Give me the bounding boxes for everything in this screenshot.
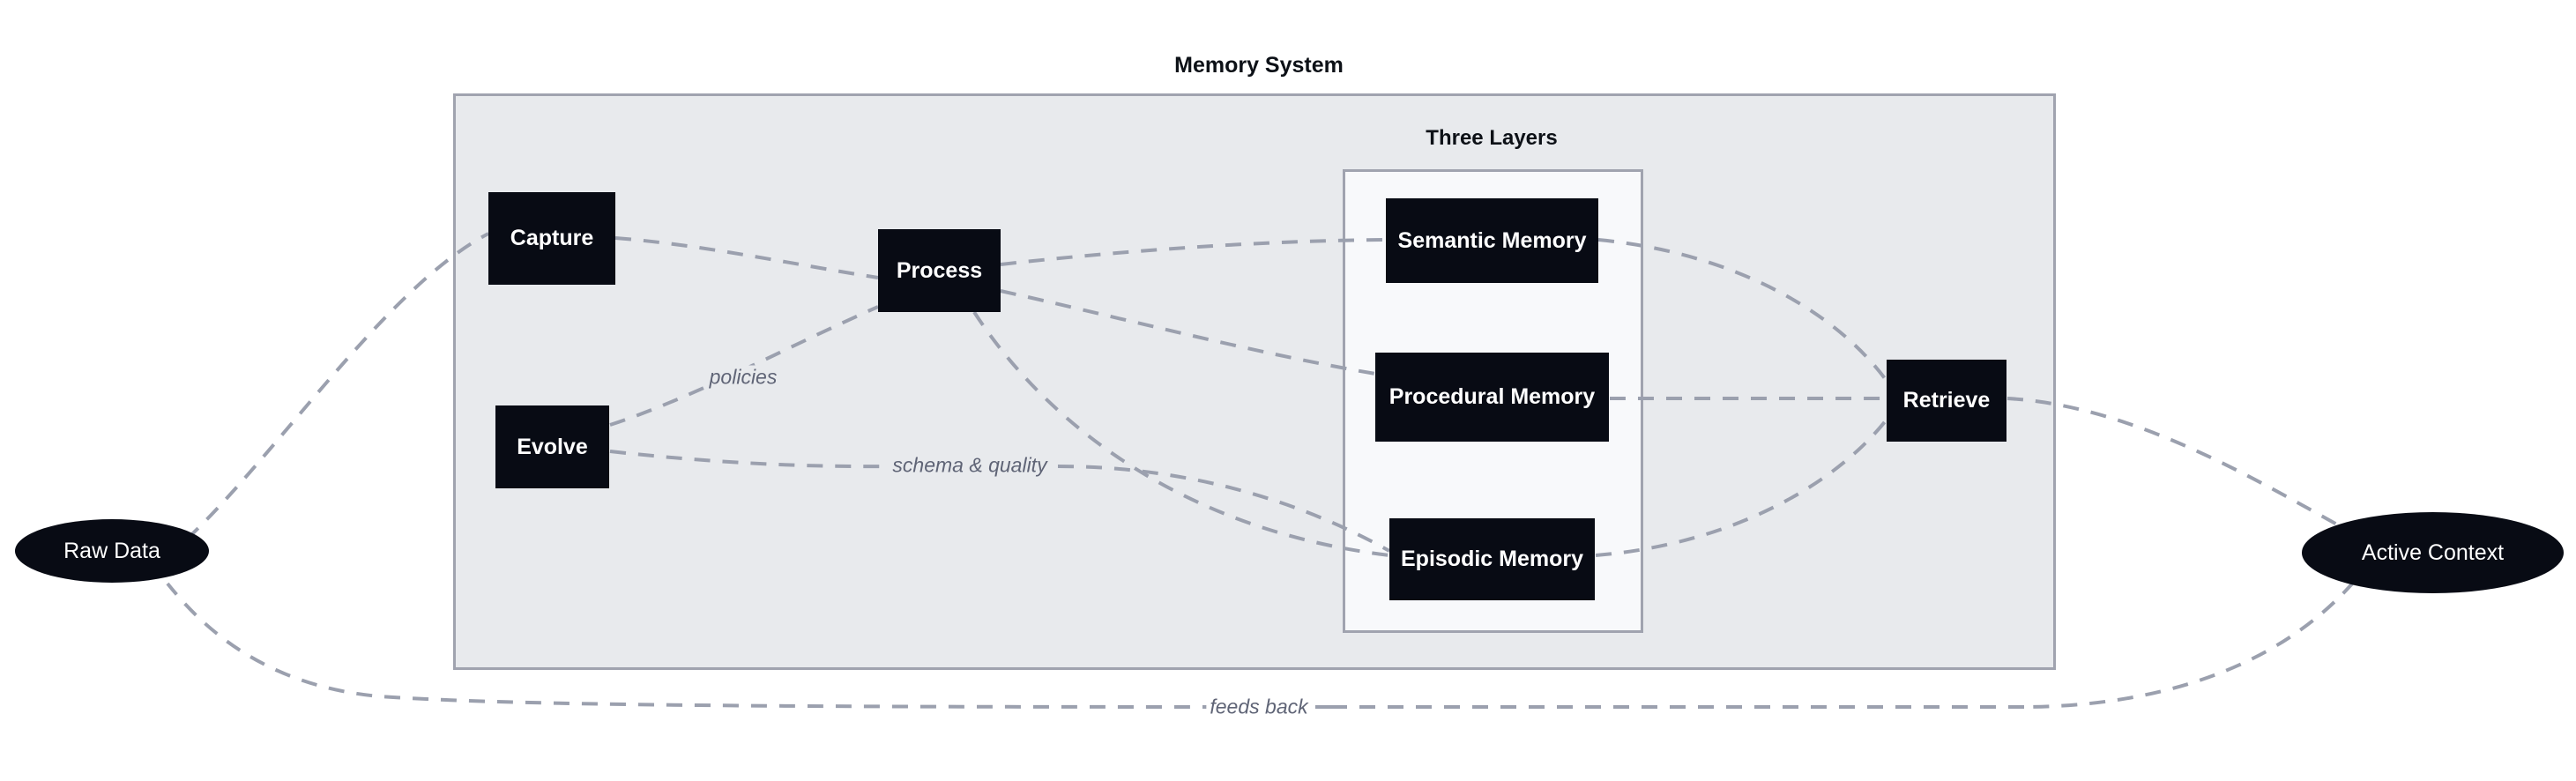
edge-raw-data-to-capture (164, 232, 489, 560)
node-episodic-memory[interactable]: Episodic Memory (1389, 518, 1595, 600)
edge-retrieve-to-active-context (2006, 397, 2346, 531)
subgraph-memory-system (453, 93, 2056, 670)
node-capture[interactable]: Capture (488, 192, 615, 285)
node-process[interactable]: Process (878, 229, 1001, 312)
edge-label-schema-quality: schema & quality (889, 453, 1051, 478)
node-retrieve[interactable]: Retrieve (1887, 360, 2006, 442)
node-procedural-memory[interactable]: Procedural Memory (1375, 353, 1609, 442)
subgraph-title-three-layers: Three Layers (1426, 126, 1558, 150)
node-evolve[interactable]: Evolve (495, 405, 609, 488)
subgraph-title-memory-system: Memory System (1174, 53, 1344, 78)
node-active-context[interactable]: Active Context (2302, 512, 2564, 593)
edge-label-feeds-back: feeds back (1206, 695, 1312, 719)
edge-active-context-to-raw-data-right (2027, 580, 2356, 709)
node-raw-data[interactable]: Raw Data (15, 519, 209, 583)
edge-label-policies: policies (705, 365, 781, 390)
node-semantic-memory[interactable]: Semantic Memory (1386, 198, 1598, 283)
